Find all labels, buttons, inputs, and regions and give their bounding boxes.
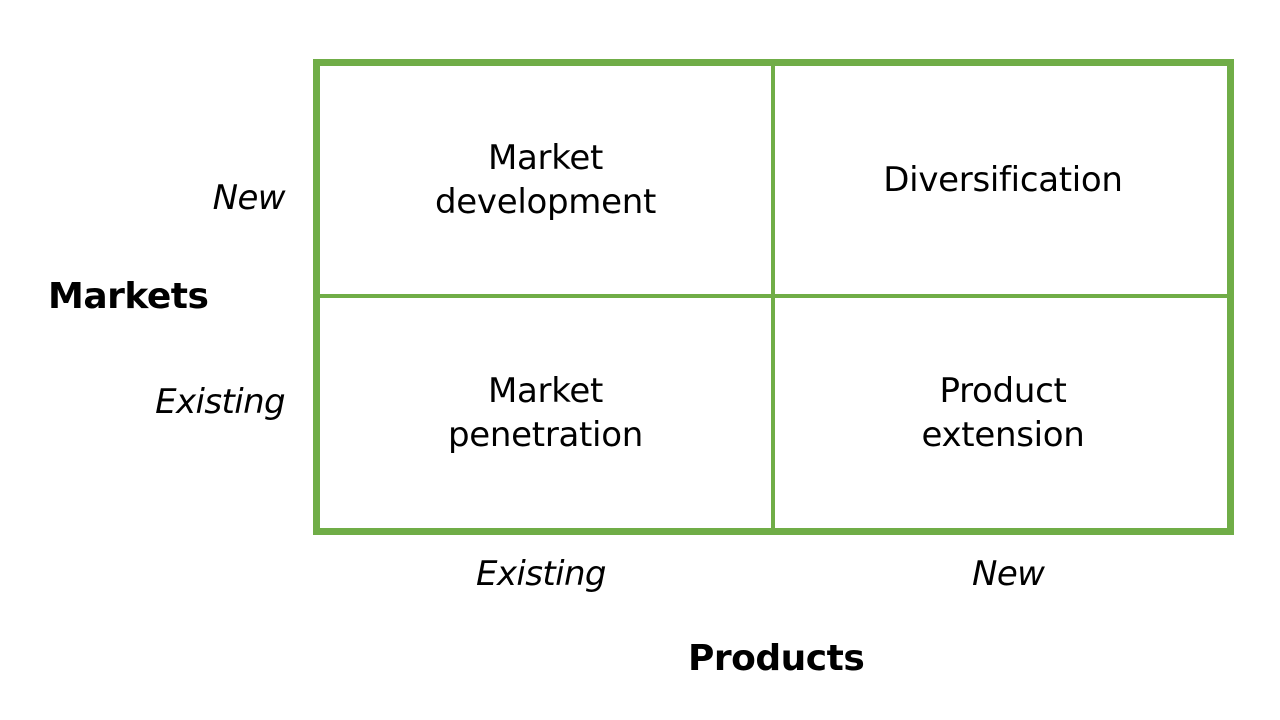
cell-product-extension: Product extension — [775, 298, 1231, 528]
x-tick-new: New — [972, 554, 1045, 594]
cell-label: Market penetration — [448, 371, 643, 455]
y-tick-new: New — [212, 178, 286, 218]
y-axis-title: Markets — [48, 276, 209, 317]
y-tick-existing: Existing — [155, 382, 285, 422]
cell-label: Market development — [435, 138, 656, 222]
x-axis-title: Products — [688, 638, 865, 679]
cell-label: Product extension — [921, 371, 1085, 455]
cell-market-development: Market development — [320, 66, 771, 294]
cell-diversification: Diversification — [775, 66, 1231, 294]
x-tick-existing: Existing — [476, 554, 606, 594]
matrix-horizontal-divider — [316, 294, 1231, 298]
cell-market-penetration: Market penetration — [320, 298, 771, 528]
cell-label: Diversification — [883, 160, 1123, 200]
